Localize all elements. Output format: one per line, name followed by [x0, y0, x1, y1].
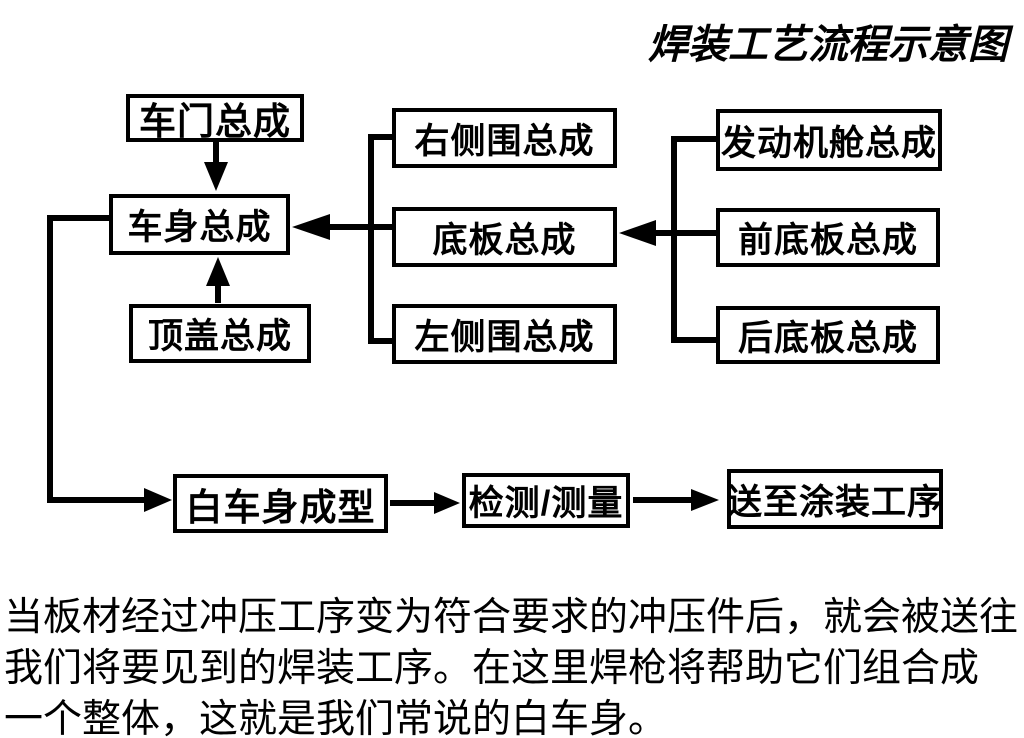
node-label: 顶盖总成 — [147, 317, 292, 356]
node-roof-assembly: 顶盖总成 — [129, 304, 311, 363]
node-label: 底板总成 — [432, 220, 577, 260]
connector-body-to-biw — [47, 215, 172, 512]
node-label: 发动机舱总成 — [720, 123, 937, 163]
node-label: 白车身成型 — [185, 486, 376, 528]
node-right-side-assembly: 右侧围总成 — [392, 108, 617, 168]
arrow-biw-to-inspection — [390, 492, 460, 514]
bracket-middle-column — [368, 134, 392, 344]
node-front-floor-assembly: 前底板总成 — [716, 208, 940, 267]
node-label: 车门总成 — [139, 101, 291, 142]
node-floor-assembly: 底板总成 — [392, 207, 617, 267]
node-send-to-paint: 送至涂装工序 — [727, 469, 943, 529]
node-inspection-measurement: 检测/测量 — [462, 473, 630, 528]
node-label: 送至涂装工序 — [727, 482, 944, 522]
node-engine-bay-assembly: 发动机舱总成 — [716, 109, 942, 171]
arrow-inspection-to-paint — [633, 489, 719, 511]
node-body-assembly: 车身总成 — [109, 194, 290, 255]
arrow-door-to-body — [204, 142, 228, 191]
node-label: 检测/测量 — [468, 484, 624, 523]
arrow-frontfloor-to-floor — [619, 220, 716, 246]
caption-paragraph: 当板材经过冲压工序变为符合要求的冲压件后，就会被送往 我们将要见到的焊装工序。在… — [4, 592, 1022, 738]
node-door-assembly: 车门总成 — [126, 94, 304, 142]
node-label: 左侧围总成 — [414, 317, 595, 357]
caption-line-2: 我们将要见到的焊装工序。在这里焊枪将帮助它们组合成 — [4, 647, 980, 690]
node-label: 右侧围总成 — [414, 121, 595, 161]
node-rear-floor-assembly: 后底板总成 — [716, 306, 940, 364]
arrow-floor-to-body — [292, 214, 392, 240]
caption-line-1: 当板材经过冲压工序变为符合要求的冲压件后，就会被送往 — [4, 596, 1019, 639]
node-left-side-assembly: 左侧围总成 — [392, 304, 617, 364]
diagram-title: 焊装工艺流程示意图 — [648, 23, 1008, 67]
node-body-in-white: 白车身成型 — [173, 474, 388, 533]
node-label: 后底板总成 — [737, 318, 918, 358]
caption-line-3: 一个整体，这就是我们常说的白车身。 — [4, 698, 668, 738]
node-label: 前底板总成 — [737, 221, 918, 260]
bracket-right-column — [671, 136, 716, 343]
node-label: 车身总成 — [127, 208, 272, 247]
arrow-roof-to-body — [206, 257, 230, 303]
